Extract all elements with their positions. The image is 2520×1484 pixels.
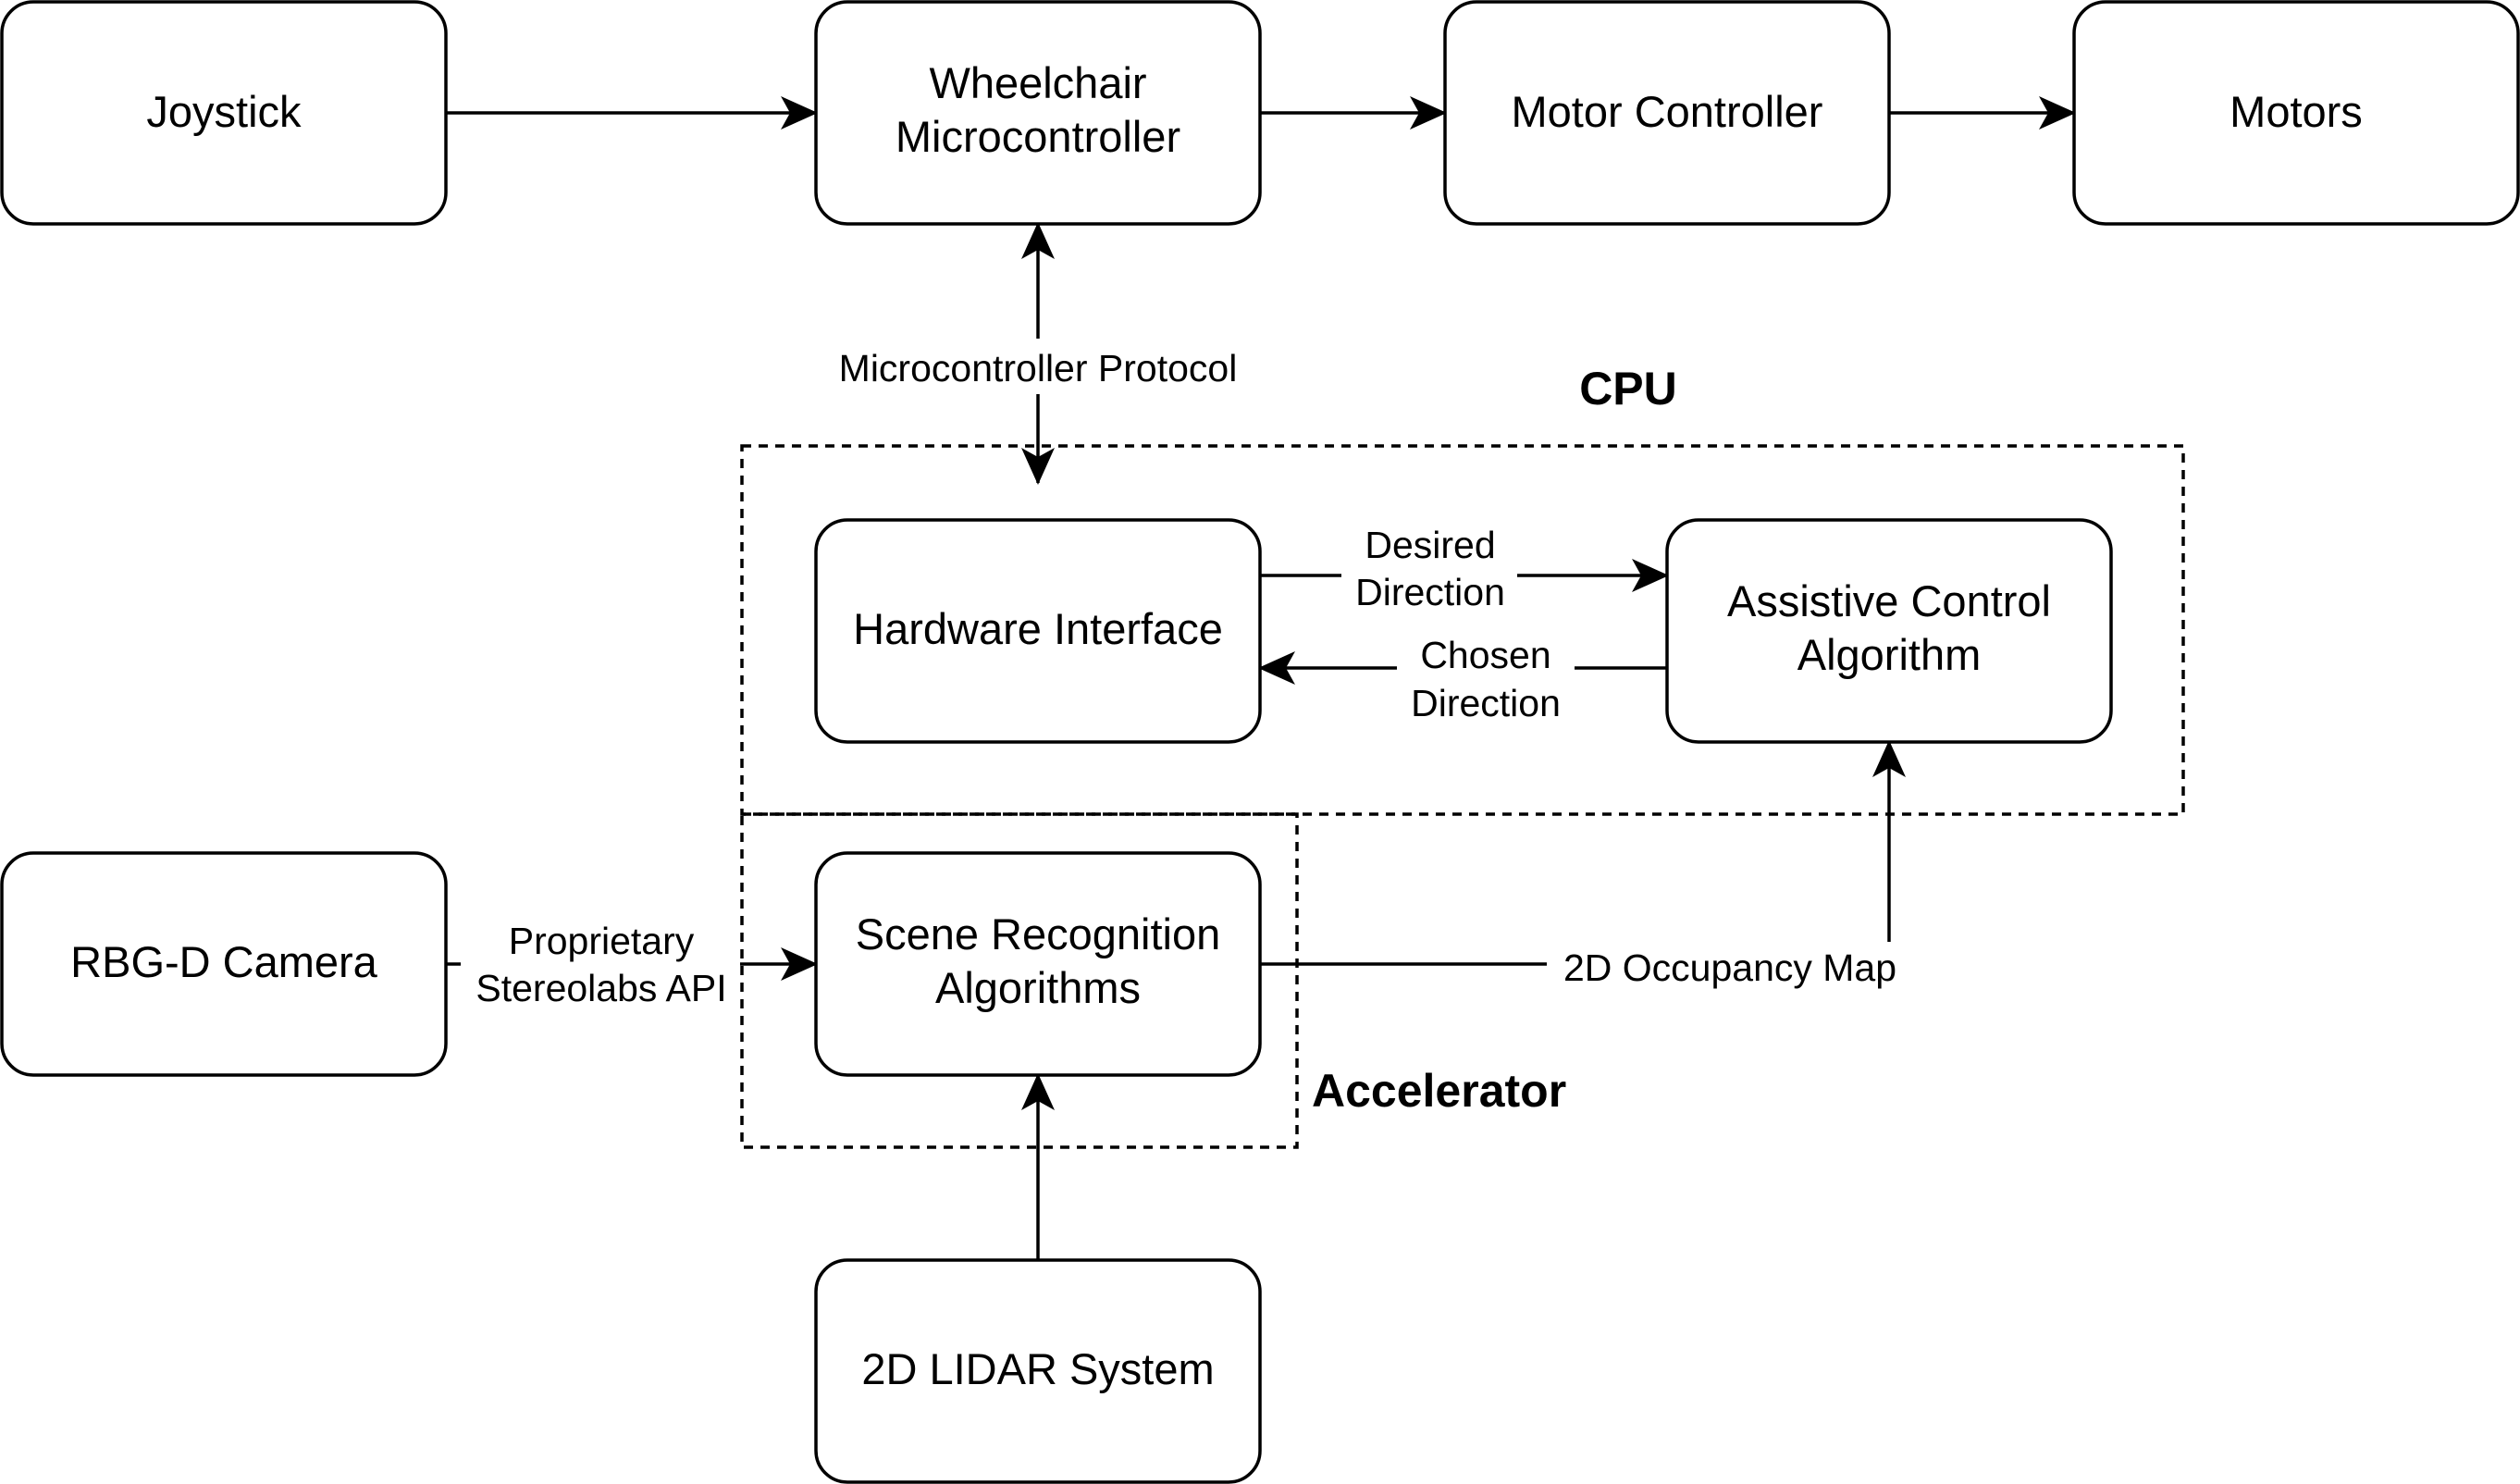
label-occupancy-map: 2D Occupancy Map <box>1547 942 1911 994</box>
hardware-interface-node[interactable]: Hardware Interface <box>814 518 1262 744</box>
label-microcontroller-protocol: Microcontroller Protocol <box>814 339 1262 394</box>
svg-text:RBG-D Camera: RBG-D Camera <box>70 937 378 986</box>
svg-text:Hardware Interface: Hardware Interface <box>853 604 1223 653</box>
svg-text:Desired: Desired <box>1365 524 1495 566</box>
svg-text:Algorithms: Algorithms <box>935 963 1141 1012</box>
svg-text:Wheelchair: Wheelchair <box>929 58 1146 107</box>
scene-recognition-node[interactable]: Scene Recognition Algorithms <box>814 851 1262 1077</box>
svg-text:Assistive Control: Assistive Control <box>1727 576 2051 625</box>
svg-text:2D LIDAR System: 2D LIDAR System <box>861 1344 1214 1393</box>
svg-text:Microcontroller Protocol: Microcontroller Protocol <box>839 347 1238 390</box>
wheelchair-microcontroller-node[interactable]: Wheelchair Microcontroller <box>814 0 1262 226</box>
label-chosen-direction: Chosen Direction <box>1397 633 1575 729</box>
svg-text:Motor Controller: Motor Controller <box>1512 87 1823 136</box>
rgbd-camera-node[interactable]: RBG-D Camera <box>0 851 448 1077</box>
svg-text:Chosen: Chosen <box>1420 634 1550 676</box>
cpu-group: CPU <box>740 363 2185 816</box>
svg-text:Stereolabs API: Stereolabs API <box>476 967 726 1009</box>
svg-text:Joystick: Joystick <box>146 87 302 136</box>
label-stereolabs-api: Proprietary Stereolabs API <box>461 916 740 1014</box>
svg-text:Motors: Motors <box>2230 87 2363 136</box>
motor-controller-node[interactable]: Motor Controller <box>1443 0 1891 226</box>
motors-node[interactable]: Motors <box>2072 0 2520 226</box>
svg-text:2D Occupancy Map: 2D Occupancy Map <box>1563 946 1896 989</box>
svg-text:Proprietary: Proprietary <box>509 920 695 962</box>
accelerator-group-border <box>740 812 1299 1149</box>
joystick-node[interactable]: Joystick <box>0 0 448 226</box>
svg-text:Scene Recognition: Scene Recognition <box>856 909 1221 958</box>
edge-occupancy-map <box>1260 740 1906 966</box>
label-desired-direction: Desired Direction <box>1341 520 1517 618</box>
assistive-control-node[interactable]: Assistive Control Algorithm <box>1665 518 2113 744</box>
cpu-group-title: CPU <box>1579 363 1677 414</box>
svg-text:Direction: Direction <box>1355 571 1505 613</box>
accelerator-group-title: Accelerator <box>1312 1065 1566 1117</box>
svg-text:Algorithm: Algorithm <box>1797 630 1982 679</box>
svg-text:Microcontroller: Microcontroller <box>896 112 1180 161</box>
svg-text:Direction: Direction <box>1411 682 1561 724</box>
accelerator-group: Accelerator <box>740 812 1566 1149</box>
lidar-node[interactable]: 2D LIDAR System <box>814 1258 1262 1484</box>
